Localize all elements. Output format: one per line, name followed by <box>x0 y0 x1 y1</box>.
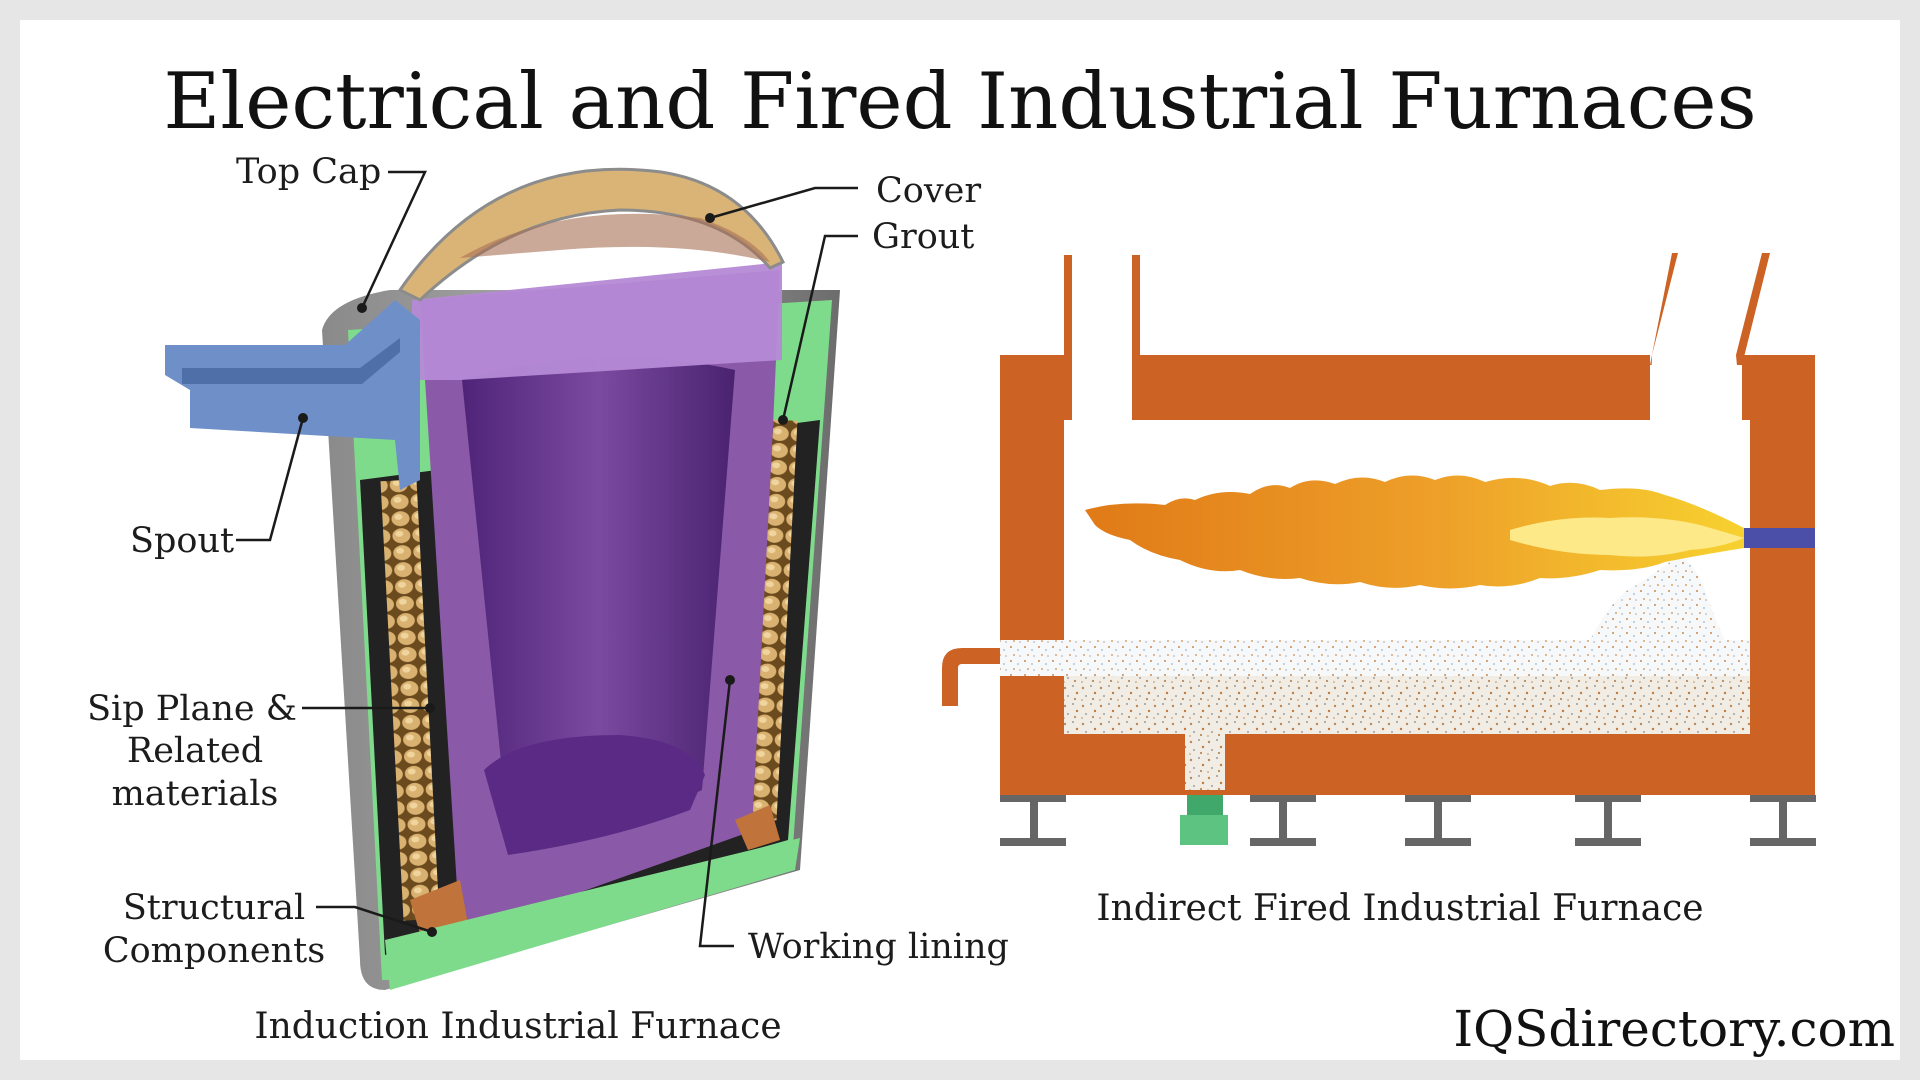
induction-leaders <box>236 170 858 948</box>
left-coil <box>380 479 440 921</box>
brand-logo: IQSdirectory.com <box>1453 1000 1895 1058</box>
label-sip-plane-3: materials <box>112 774 279 814</box>
label-sip-plane-2: Related <box>127 731 263 771</box>
chimney-right-opening <box>1650 355 1742 420</box>
label-cover: Cover <box>876 171 981 211</box>
flame <box>1085 475 1744 589</box>
side-pipe <box>942 648 1000 706</box>
label-working-lining: Working lining <box>748 927 1009 967</box>
support-legs <box>1000 795 1816 846</box>
charge-pile <box>1590 555 1725 640</box>
drain-fitting <box>1180 795 1228 845</box>
green-base <box>385 838 800 990</box>
page-title: Electrical and Fired Industrial Furnaces <box>163 57 1756 147</box>
burner-nozzle <box>1744 528 1815 548</box>
hearth-layer <box>1064 676 1750 734</box>
label-structural-2: Components <box>103 931 325 971</box>
structural-block-right <box>735 805 780 850</box>
right-chimney <box>1650 253 1770 365</box>
flame-core <box>1510 517 1744 557</box>
induction-furnace <box>165 167 840 990</box>
label-grout: Grout <box>872 217 974 257</box>
label-structural-1: Structural <box>123 888 305 928</box>
chimney-left-opening <box>1072 355 1132 420</box>
spout <box>165 300 420 490</box>
caption-induction: Induction Industrial Furnace <box>254 1006 781 1047</box>
top-lavender-band <box>412 262 782 380</box>
label-top-cap: Top Cap <box>236 152 381 192</box>
spout-channel <box>182 338 400 384</box>
cover <box>397 167 786 302</box>
label-spout: Spout <box>130 521 234 561</box>
upper-hearth-layer <box>1000 640 1750 676</box>
caption-fired: Indirect Fired Industrial Furnace <box>1096 888 1703 929</box>
label-sip-plane-1: Sip Plane & <box>87 689 297 729</box>
hearth-drain <box>1185 730 1225 790</box>
crucible-cavity <box>462 357 735 832</box>
fired-furnace <box>942 253 1816 846</box>
right-coil <box>752 419 798 821</box>
cover-underside <box>460 213 770 262</box>
crucible-inner-floor <box>484 735 705 855</box>
